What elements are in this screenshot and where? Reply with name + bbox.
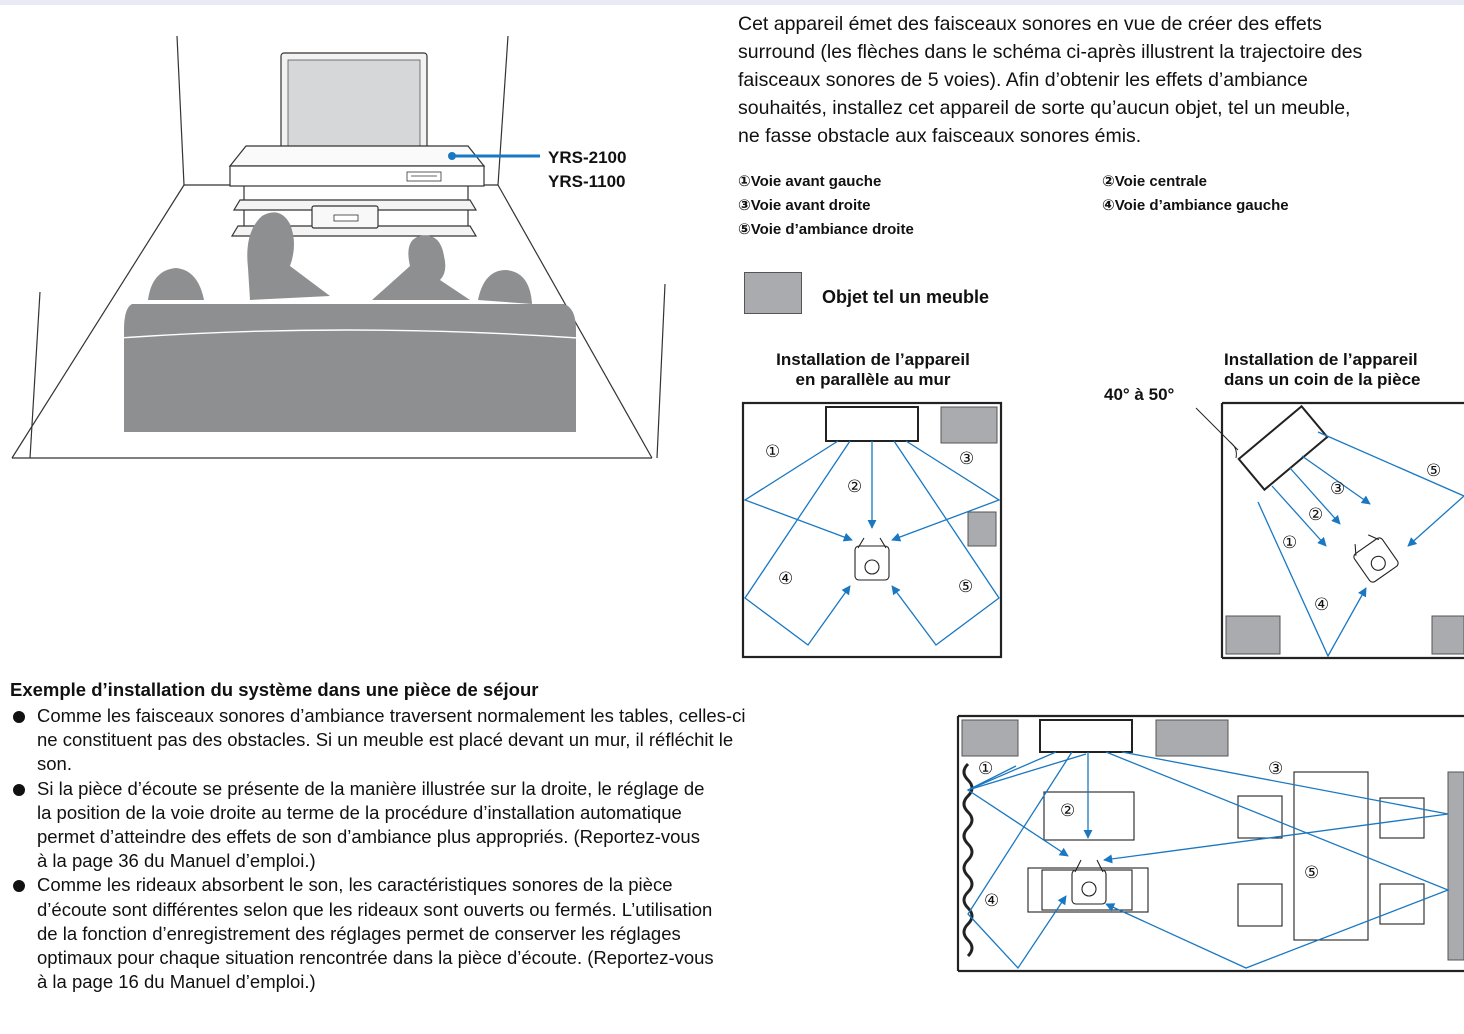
beam-right-surround: ⑤Voie d’ambiance droite (738, 221, 914, 238)
bullet-line: à la page 36 du Manuel d’emploi.) (37, 850, 316, 872)
beam-marker: ③ (1330, 479, 1345, 498)
intro-paragraph: Cet appareil émet des faisceaux sonores … (738, 10, 1464, 150)
model-label: YRS-2100 (548, 148, 627, 167)
furniture-icon (961, 719, 1019, 757)
bullet-dot (13, 711, 25, 723)
bullet-item: Si la pièce d’écoute se présente de la m… (10, 777, 915, 874)
side-wall-line (29, 291, 41, 459)
floor-edge-line (11, 184, 185, 459)
bullet-dot (13, 880, 25, 893)
furniture-icon (1225, 615, 1281, 655)
beam-marker: ⑤ (1304, 863, 1319, 882)
bullet-line: Comme les faisceaux sonores d’ambiance t… (37, 705, 746, 726)
living-room-example-diagram: ① ② ③ ④ ⑤ (956, 714, 1464, 973)
beam-marker: ② (1060, 801, 1075, 820)
soundbar-icon (1237, 404, 1329, 492)
bullet-line: la position de la voie droite au terme d… (37, 801, 682, 823)
beam-marker: ③ (959, 449, 974, 468)
furniture-icon (1431, 615, 1464, 655)
table-icon (1043, 791, 1135, 841)
beam-marker: ⑤ (958, 577, 973, 596)
furniture-icon (744, 272, 802, 314)
bullet-item: Comme les rideaux absorbent le son, les … (10, 873, 915, 994)
sofa-icon (124, 212, 576, 432)
angle-arc (1229, 441, 1237, 459)
bullet-line: Comme les rideaux absorbent le son, les … (37, 874, 673, 896)
wall-edge-line (497, 35, 509, 186)
chair-icon (1237, 883, 1283, 927)
beam-right-front: ③Voie avant droite (738, 197, 871, 214)
intro-line: souhaités, installez cet appareil de sor… (738, 97, 1351, 119)
intro-line: Cet appareil émet des faisceaux sonores … (738, 13, 1322, 35)
corner-figure-title: Installation de l’appareil dans un coin … (1224, 350, 1464, 390)
bullet-line: Si la pièce d’écoute se présente de la m… (37, 777, 705, 799)
listener-icon (854, 537, 890, 581)
intro-line: surround (les flèches dans le schéma ci-… (738, 41, 1363, 63)
intro-line: ne fasse obstacle aux faisceaux sonores … (738, 125, 1142, 147)
beam-marker: ② (847, 477, 862, 496)
bullet-line: son. (37, 753, 72, 775)
model-label: YRS-1100 (548, 172, 626, 191)
beam-left-front: ①Voie avant gauche (738, 173, 882, 190)
tv-icon (280, 52, 428, 161)
curtain-icon (962, 762, 974, 958)
beam-marker: ④ (778, 569, 793, 588)
furniture-icon (1447, 771, 1464, 961)
soundbar-icon (825, 406, 919, 442)
table-icon (1293, 771, 1369, 941)
figure-title-line: Installation de l’appareil (1224, 350, 1418, 369)
beam-marker: ① (978, 759, 993, 778)
chair-icon (1237, 795, 1283, 839)
beam-marker: ① (765, 442, 780, 461)
soundbar-icon (1039, 719, 1133, 753)
bullet-item: Comme les faisceaux sonores d’ambiance t… (10, 704, 915, 777)
figure-title-line: Installation de l’appareil (776, 350, 970, 369)
wall-edge-line (176, 35, 185, 186)
furniture-icon (940, 406, 998, 444)
angle-label: 40° à 50° (1104, 385, 1175, 404)
bullet-line: permet d’atteindre des effets de son d’a… (37, 826, 700, 848)
section-title: Exemple d’installation du système dans u… (10, 679, 539, 700)
beam-marker: ② (1308, 505, 1323, 524)
top-band (0, 0, 1464, 5)
furniture-icon (1155, 719, 1229, 757)
beam-marker: ④ (1314, 595, 1329, 614)
model-labels: YRS-2100 YRS-1100 (548, 146, 626, 194)
bullet-dot (13, 783, 25, 796)
beam-left-surround: ④Voie d’ambiance gauche (1102, 197, 1289, 214)
bullet-list: Comme les faisceaux sonores d’ambiance t… (10, 704, 915, 994)
listener-icon (1353, 534, 1399, 583)
bullet-line: ne constituent pas des obstacles. Si un … (37, 729, 734, 751)
soundbar-icon (228, 145, 486, 237)
bullet-line: à la page 16 du Manuel d’emploi.) (37, 971, 316, 993)
beam-list-right: ②Voie centrale ④Voie d’ambiance gauche (1102, 170, 1289, 218)
furniture-icon (967, 511, 997, 547)
furniture-legend-label: Objet tel un meuble (822, 287, 990, 307)
parallel-figure-title: Installation de l’appareil en parallèle … (738, 350, 1008, 390)
chair-icon (1379, 883, 1425, 925)
corner-installation-diagram: ① ② ③ ④ ⑤ (1195, 401, 1464, 660)
figure-title-line: en parallèle au mur (795, 370, 951, 389)
bullet-line: optimaux pour chaque situation rencontré… (37, 947, 714, 969)
beam-center: ②Voie centrale (1102, 173, 1207, 190)
beam-marker: ⑤ (1426, 461, 1441, 480)
figure-title-line: dans un coin de la pièce (1224, 370, 1421, 389)
beam-marker: ④ (984, 891, 999, 910)
side-wall-line (656, 283, 666, 459)
intro-line: faisceaux sonores de 5 voies). Afin d’ob… (738, 69, 1308, 91)
listener-icon (1071, 859, 1107, 905)
beam-marker: ① (1282, 533, 1297, 552)
beam-list-left: ①Voie avant gauche ③Voie avant droite ⑤V… (738, 170, 914, 242)
parallel-installation-diagram: ① ② ③ ④ ⑤ (741, 401, 1003, 659)
beam-marker: ③ (1268, 759, 1283, 778)
bullet-line: de la fonction d’enregistrement des régl… (37, 922, 681, 944)
bullet-line: d’écoute sont différentes selon que les … (37, 898, 713, 920)
living-room-illustration (11, 35, 666, 459)
